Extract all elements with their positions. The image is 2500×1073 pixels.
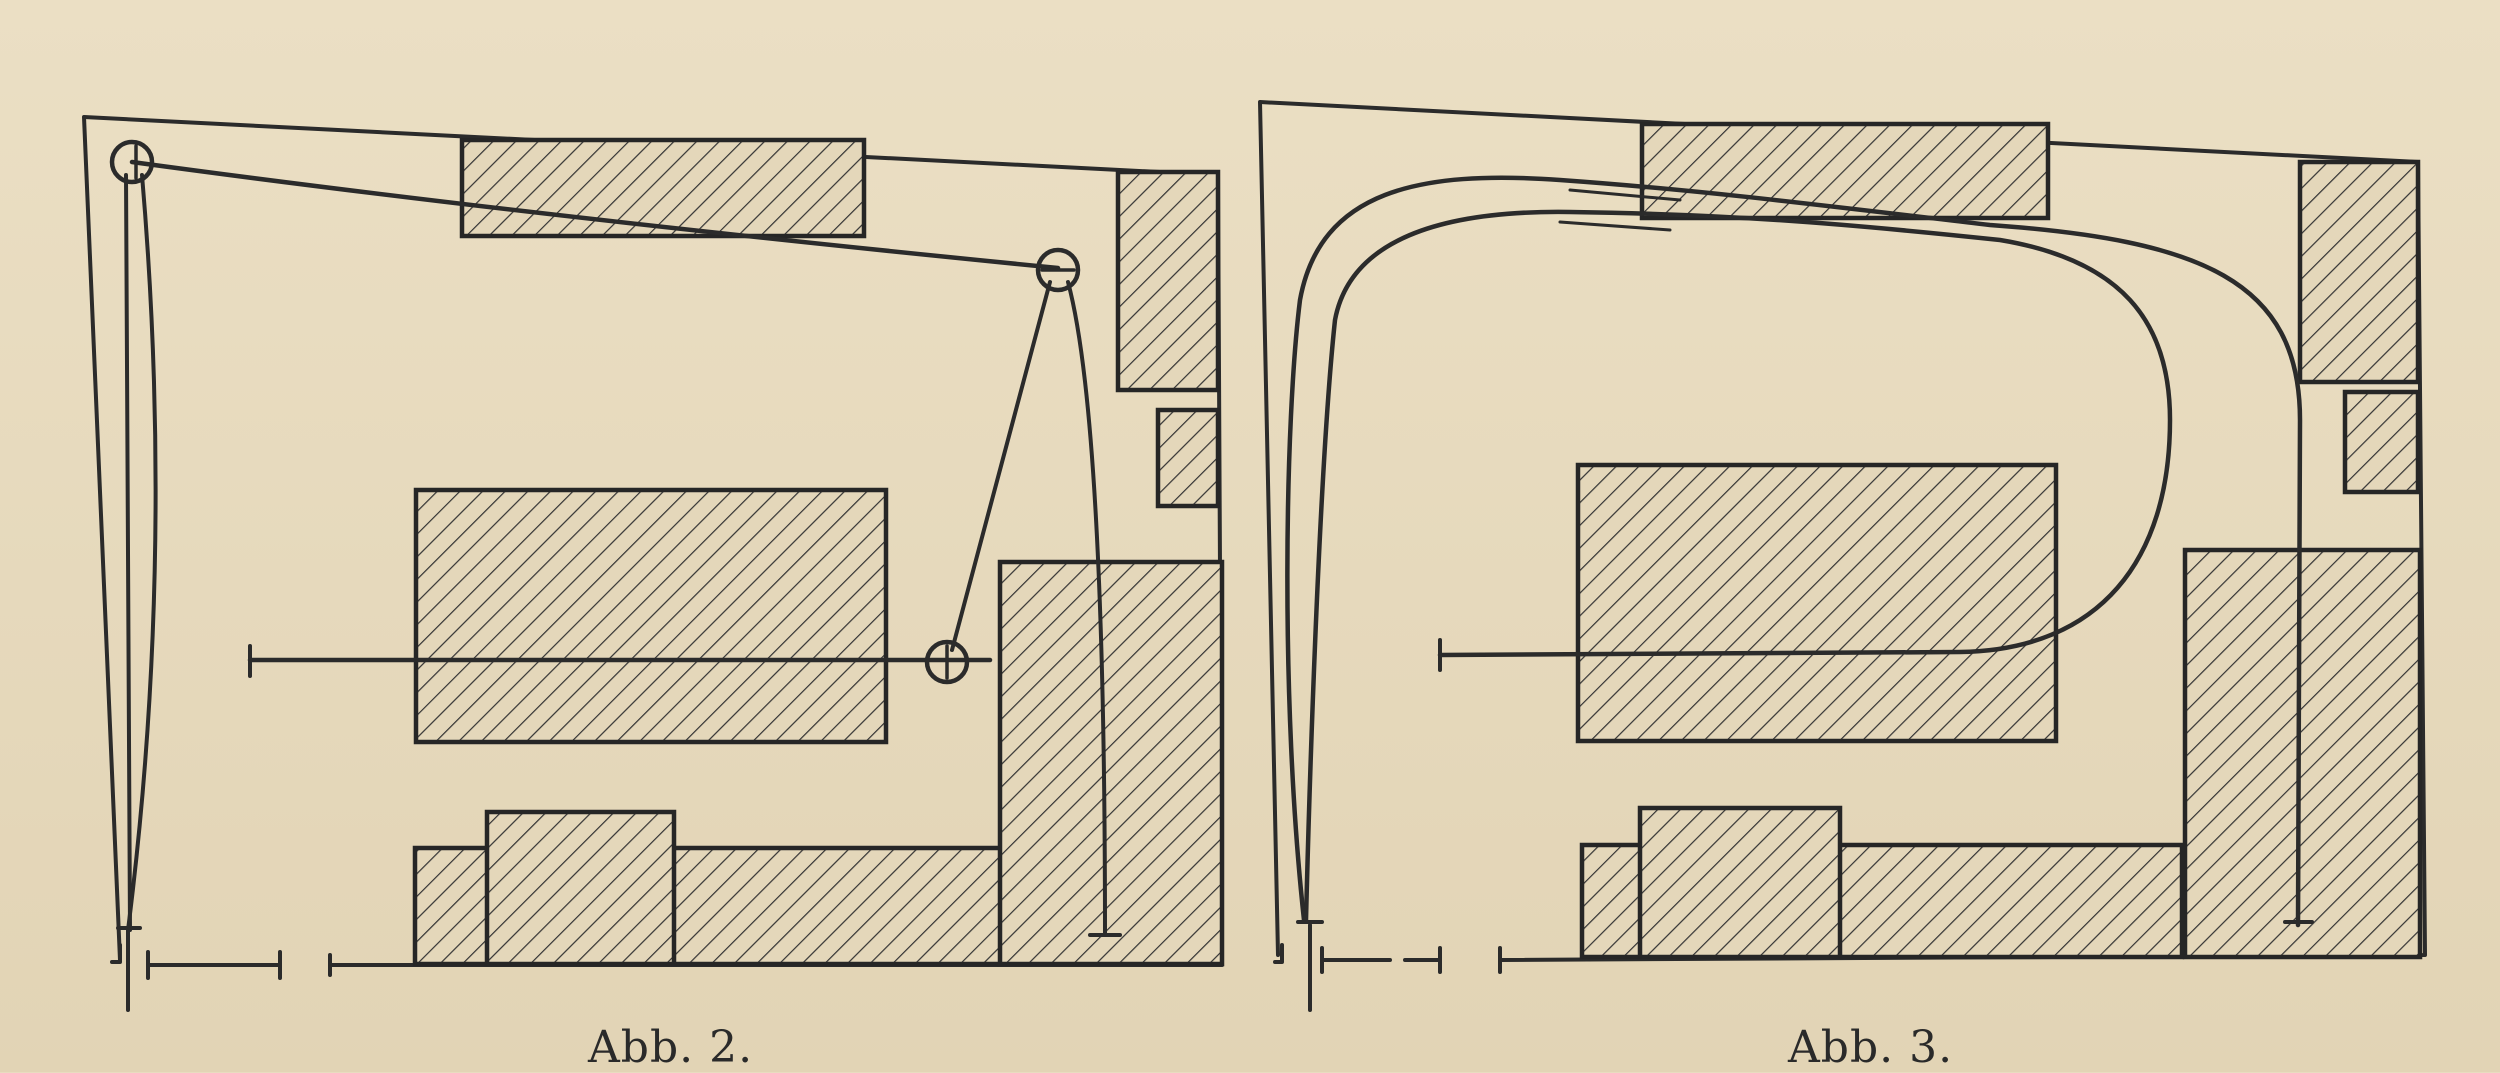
abb3-building-center	[1575, 462, 2059, 744]
figure-abb2	[82, 115, 1225, 1012]
abb2-pulley-middle	[924, 639, 970, 685]
abb3-building-right-upper	[2297, 159, 2421, 385]
abb2-building-right-small	[1155, 407, 1221, 509]
abb3-building-top	[1639, 121, 2051, 221]
abb3-gate-marks	[1273, 920, 1502, 1012]
abb3-rail-outer	[1285, 175, 2303, 928]
caption-abb2: Abb. 2.	[588, 1022, 754, 1073]
abb2-rope-left-a	[124, 173, 132, 932]
abb3-building-bottom-block	[1637, 805, 1843, 960]
abb2-rope-left-b	[126, 173, 158, 932]
abb2-gate-marks	[110, 926, 332, 1012]
abb2-rope-right-a	[950, 280, 1052, 652]
abb3-rail-switch	[1558, 188, 1682, 232]
abb2-building-top	[459, 137, 867, 239]
abb2-rope-top	[129, 159, 1061, 271]
caption-abb3: Abb. 3.	[1788, 1022, 1954, 1073]
abb2-building-right-large	[997, 559, 1225, 967]
abb3-rail-inner	[1303, 209, 2173, 923]
abb2-rope-right-b	[1066, 280, 1107, 937]
abb3-building-right-small	[2342, 389, 2421, 495]
abb3-building-right-large	[2182, 547, 2423, 960]
abb2-building-center	[413, 487, 889, 745]
abb2-pulley-top-right	[1035, 247, 1081, 293]
figure-abb3	[1258, 100, 2427, 1012]
abb2-building-bottom-block	[484, 809, 677, 967]
abb2-building-right-upper	[1115, 169, 1221, 393]
abb2-pulley-top-left	[109, 139, 155, 185]
